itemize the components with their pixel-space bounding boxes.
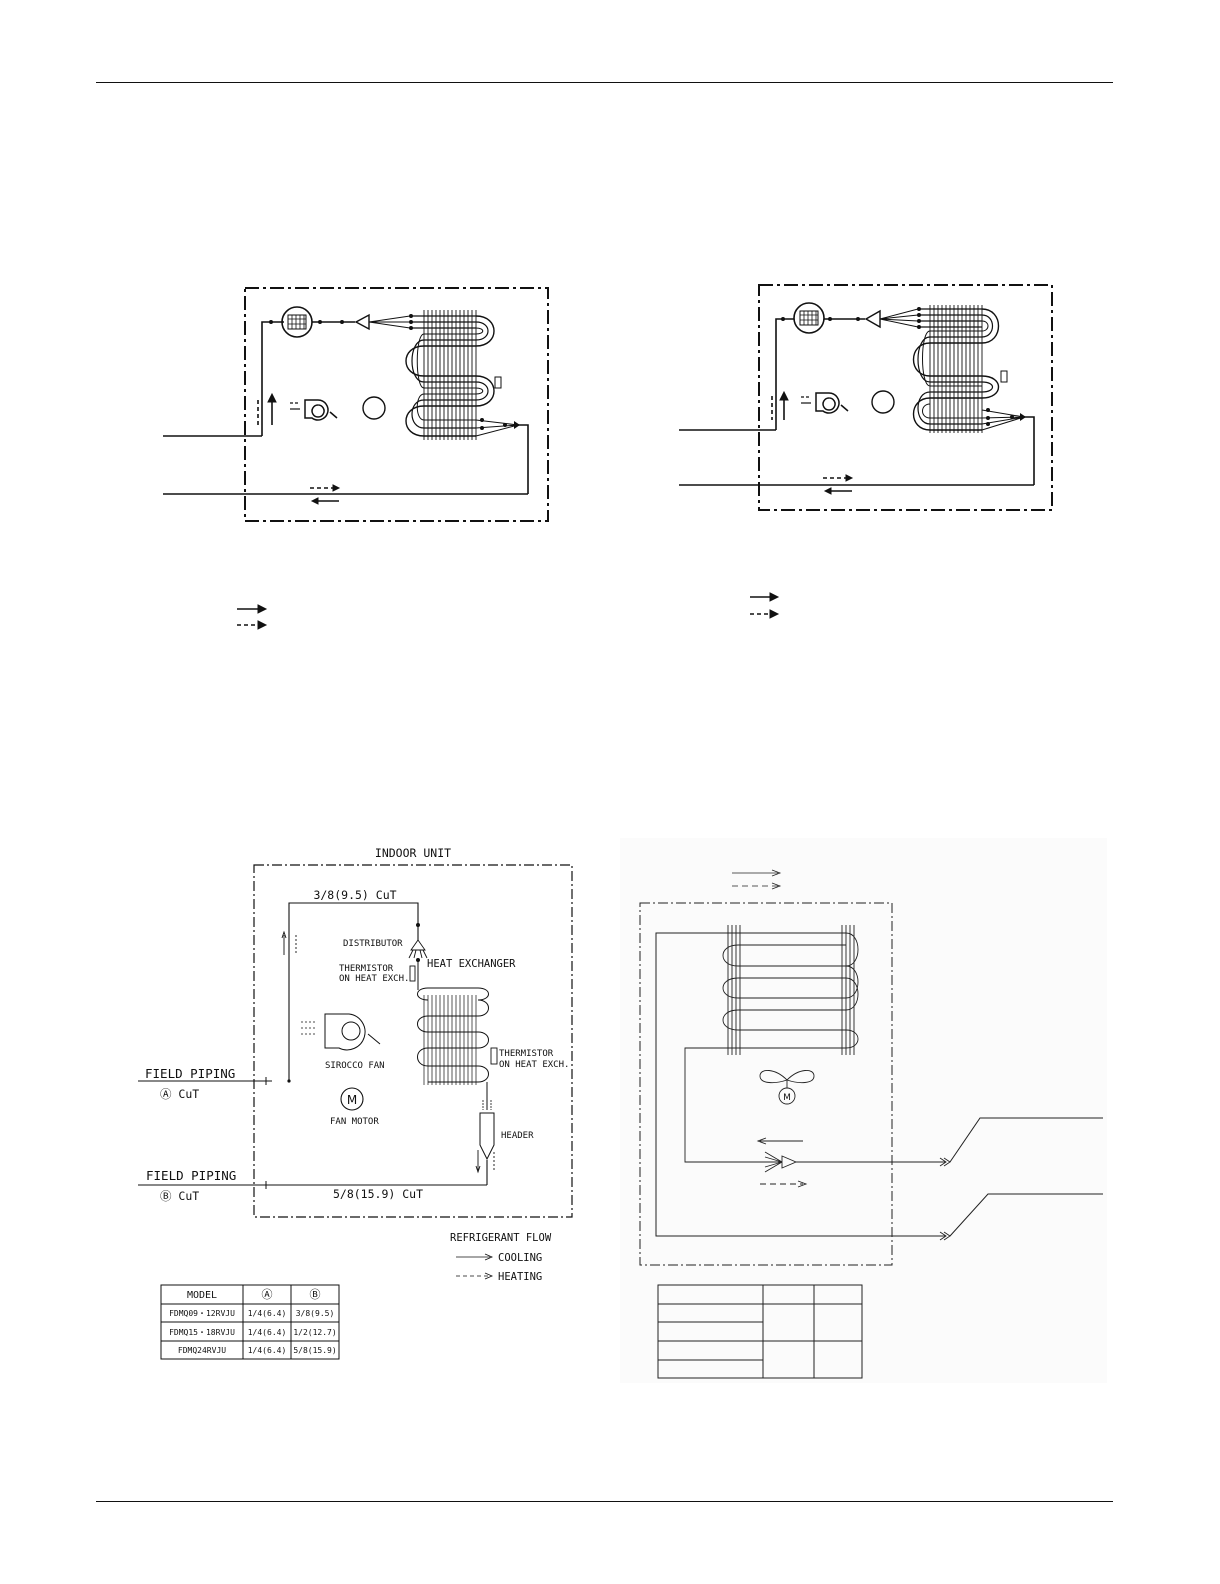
table-header-b: Ⓑ (310, 1288, 321, 1301)
footer-rule (96, 1501, 1113, 1502)
heat-exchanger-b (913, 305, 1025, 433)
table-cell: FDMQ09・12RVJU (169, 1309, 235, 1318)
motor-symbol: M (347, 1093, 357, 1107)
field-piping-a-sub: Ⓐ CuT (160, 1087, 199, 1101)
table-cell: 1/4(6.4) (248, 1346, 287, 1355)
table-header-model: MODEL (187, 1290, 217, 1301)
field-piping-b-sub: Ⓑ CuT (160, 1189, 199, 1203)
thermistor-a (494, 376, 502, 389)
unit-boundary-b (758, 284, 1053, 511)
thermistor-left-line2: ON HEAT EXCH. (339, 974, 409, 984)
fan-motor-c (340, 1087, 364, 1111)
sirocco-fan-c (324, 1013, 366, 1051)
fan-motor-label: FAN MOTOR (330, 1117, 379, 1127)
heat-exchanger-d (684, 925, 859, 1163)
indoor-unit-label: INDOOR UNIT (375, 846, 451, 860)
table-cell: FDMQ24RVJU (178, 1346, 226, 1355)
piping-diagram-a (163, 287, 549, 630)
heat-exchanger-label: HEAT EXCHANGER (427, 958, 516, 970)
pipe-size-table-d (657, 1284, 863, 1379)
thermistor-right-line2: ON HEAT EXCH. (499, 1060, 569, 1070)
table-cell: 1/4(6.4) (248, 1328, 287, 1337)
fan-d (759, 1070, 815, 1105)
unit-boundary-a (244, 287, 549, 522)
motor-a (362, 396, 386, 420)
table-cell: 3/8(9.5) (296, 1309, 335, 1318)
distributor-c (408, 939, 428, 959)
fan-b (815, 392, 849, 414)
motor-b (871, 390, 895, 414)
pipe-a-left-riser (261, 321, 284, 436)
field-piping-b-label: FIELD PIPING (146, 1168, 236, 1183)
fan-a (304, 399, 338, 421)
field-piping-a-label: FIELD PIPING (145, 1066, 235, 1081)
thermistor-left-line1: THERMISTOR (339, 964, 394, 974)
thermistor-right-line1: THERMISTOR (499, 1049, 554, 1059)
table-header-a: Ⓐ (262, 1288, 273, 1301)
diagram-d-background (620, 838, 1107, 1383)
table-cell: FDMQ15・18RVJU (169, 1328, 235, 1337)
table-cell: 5/8(15.9) (293, 1346, 336, 1355)
bottom-pipe-label: 5/8(15.9) CuT (333, 1187, 423, 1201)
thermistor-b (1000, 370, 1008, 383)
thermistor-c-right (490, 1047, 498, 1065)
header-rule (96, 82, 1113, 83)
distributor-label: DISTRIBUTOR (343, 939, 403, 949)
sirocco-fan-label: SIROCCO FAN (325, 1061, 385, 1071)
heat-exchanger-c (417, 960, 489, 1085)
motor-symbol-d: M (783, 1093, 791, 1103)
indoor-unit-boundary (253, 864, 573, 1218)
strainer-a (281, 306, 313, 338)
refrigerant-flow-label: REFRIGERANT FLOW (450, 1232, 552, 1244)
pipe-size-table-grid (160, 1284, 340, 1360)
piping-diagram-b (679, 284, 1053, 619)
top-pipe-label: 3/8(9.5) CuT (313, 888, 396, 902)
heating-label: HEATING (498, 1271, 542, 1283)
strainer-b (793, 302, 825, 334)
header-label: HEADER (501, 1131, 534, 1141)
table-cell: 1/2(12.7) (293, 1328, 336, 1337)
pipe-a-right-return (518, 424, 529, 494)
header-c (479, 1112, 495, 1161)
heat-exchanger-a (405, 310, 519, 440)
distributor-d (764, 1151, 798, 1173)
table-cell: 1/4(6.4) (248, 1309, 287, 1318)
unit-boundary-d (639, 902, 893, 1266)
cooling-label: COOLING (498, 1252, 542, 1264)
